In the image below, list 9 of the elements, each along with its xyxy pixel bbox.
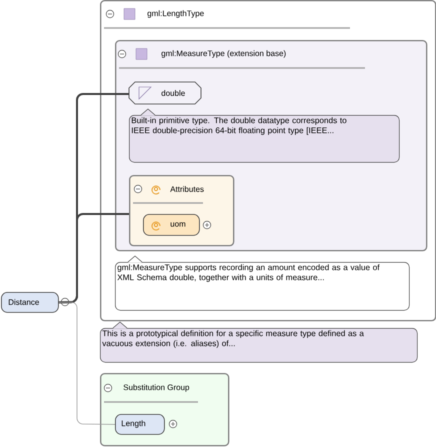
- note-callout: Built-in primitive type. The double datatype corresponds to IEEE double-precision 64-bit floating point type [IEEE...: [129, 108, 400, 163]
- connector-line: [58, 213, 129, 304]
- element-box: Length: [115, 414, 165, 435]
- note-callout: gml:MeasureType supports recording an amount encoded as a value of XML Schema double, together with a units of measure...: [115, 256, 410, 311]
- note-callout: This is a prototypical definition for a specific measure type defined as a vacuous extension (i.e. aliases) of...: [100, 322, 418, 363]
- type-box: double: [128, 82, 202, 104]
- attribute-box: uom: [143, 214, 200, 236]
- connector-line: [58, 302, 116, 425]
- element-box: Distance: [1, 292, 70, 313]
